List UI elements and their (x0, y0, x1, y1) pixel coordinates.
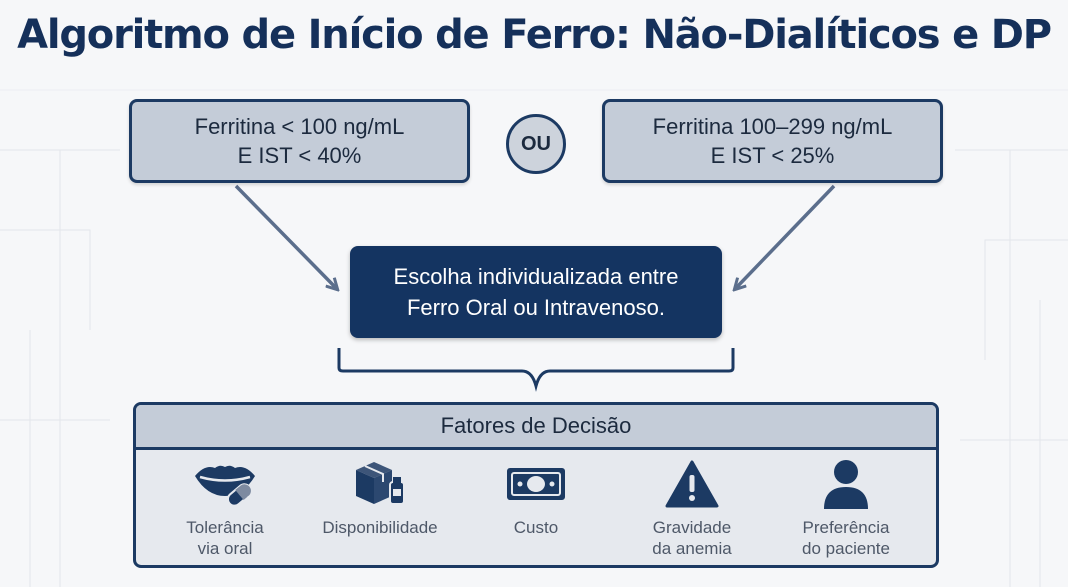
criteria-box-low-ferritin: Ferritina < 100 ng/mL E IST < 40% (129, 99, 470, 183)
factor-anemia-severity: Gravidade da anemia (612, 455, 772, 559)
criteria-left-line1: Ferritina < 100 ng/mL (194, 114, 405, 139)
banknote-icon (505, 455, 567, 513)
factor-label: Custo (513, 518, 559, 537)
choice-line1: Escolha individualizada entre (393, 264, 679, 289)
factor-label: Preferência do paciente (802, 518, 890, 558)
box-bottle-icon (350, 455, 410, 513)
bracket (337, 348, 735, 392)
criteria-left-line2: E IST < 40% (237, 143, 362, 168)
arrow-right (735, 184, 836, 289)
criteria-right-line2: E IST < 25% (710, 143, 835, 168)
or-connector: OU (506, 114, 566, 174)
factor-patient-preference: Preferência do paciente (766, 455, 926, 559)
criteria-box-mid-ferritin: Ferritina 100–299 ng/mL E IST < 25% (602, 99, 943, 183)
criteria-right-line1: Ferritina 100–299 ng/mL (652, 114, 893, 139)
factor-label: Disponibilidade (322, 518, 438, 537)
person-icon (820, 455, 872, 513)
factor-cost: Custo (456, 455, 616, 538)
factor-label: Tolerância via oral (186, 518, 264, 558)
warning-triangle-icon (664, 455, 720, 513)
decision-factors-panel: Fatores de Decisão Tolerância via oral (133, 402, 939, 568)
factors-header: Fatores de Decisão (136, 405, 936, 450)
lips-pill-icon (191, 455, 259, 513)
factor-label: Gravidade da anemia (652, 518, 732, 558)
factor-oral-tolerance: Tolerância via oral (145, 455, 305, 559)
page-title: Algoritmo de Início de Ferro: Não-Dialít… (17, 12, 1052, 58)
individualized-choice-box: Escolha individualizada entre Ferro Oral… (350, 246, 722, 338)
factor-availability: Disponibilidade (300, 455, 460, 538)
arrow-left (234, 184, 337, 289)
choice-line2: Ferro Oral ou Intravenoso. (406, 295, 665, 320)
